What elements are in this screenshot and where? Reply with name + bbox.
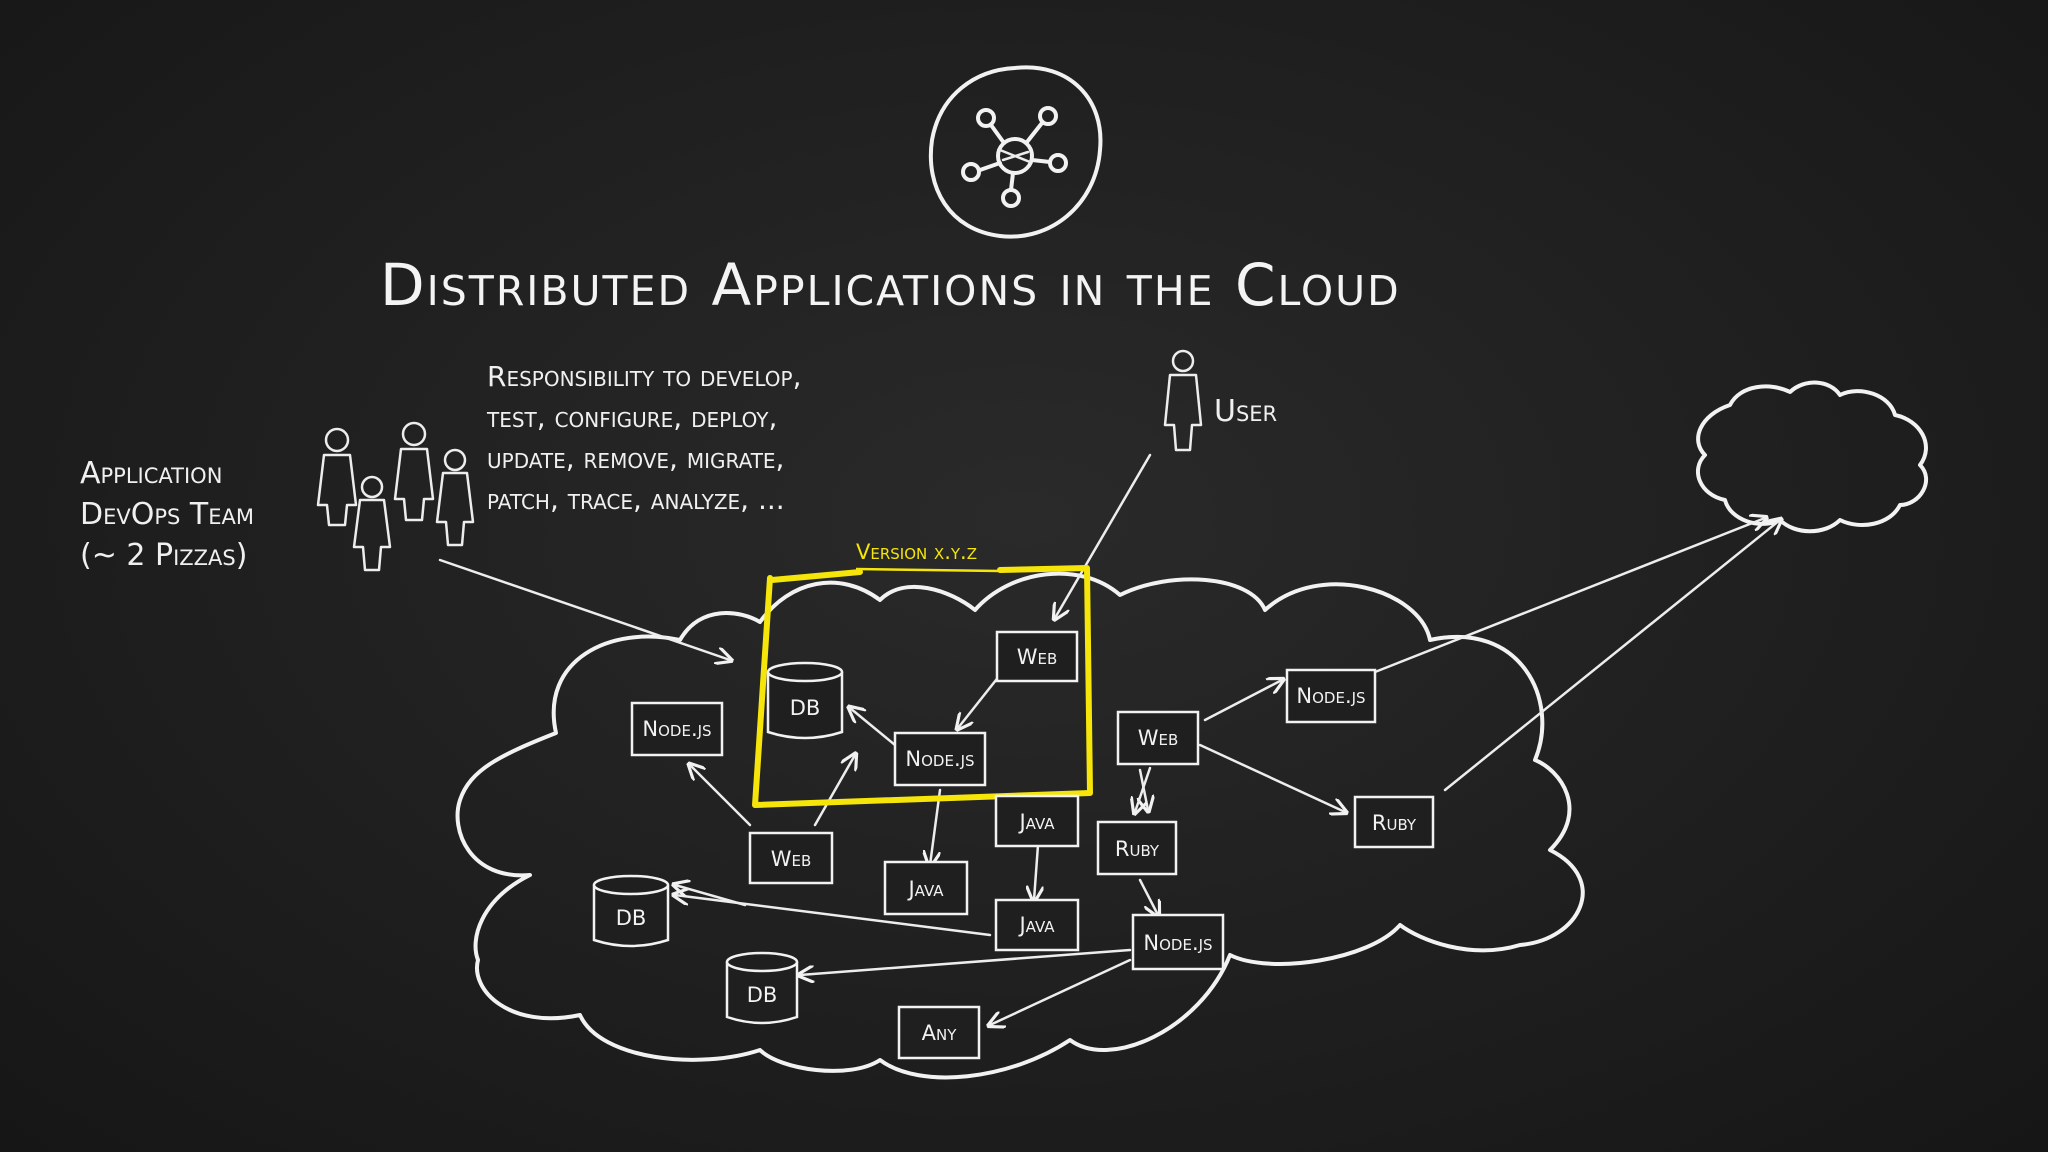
node-label: Web xyxy=(1017,645,1058,669)
node-label: Node.js xyxy=(905,747,974,771)
team-label-line-3: (~ 2 Pizzas) xyxy=(80,538,247,573)
node-java: Java xyxy=(883,860,969,916)
node-nodejs: Node.js xyxy=(1285,668,1377,724)
node-label: DB xyxy=(790,696,821,720)
user-label: User xyxy=(1214,394,1277,429)
cloud-icon xyxy=(1695,380,1928,534)
user-person-icon xyxy=(1163,349,1203,452)
node-db: DB xyxy=(592,874,670,948)
page-title: Distributed Applications in the Cloud xyxy=(380,251,1401,319)
team-label-line-2: DevOps Team xyxy=(80,497,254,532)
version-underline xyxy=(855,567,1001,573)
node-label: DB xyxy=(747,983,778,1007)
node-ruby: Ruby xyxy=(1096,820,1178,876)
node-label: Java xyxy=(906,877,944,901)
team-label: Application DevOps Team (~ 2 Pizzas) xyxy=(80,456,254,573)
node-ruby: Ruby xyxy=(1353,795,1435,849)
node-nodejs: Node.js xyxy=(630,701,724,757)
node-label: Any xyxy=(922,1021,958,1045)
team-people-icon xyxy=(316,421,475,572)
node-web: Web xyxy=(995,630,1079,683)
node-db: DB xyxy=(766,661,844,740)
node-label: Node.js xyxy=(1143,931,1212,955)
node-label: DB xyxy=(616,906,647,930)
big-cloud xyxy=(455,571,1585,1080)
node-web: Web xyxy=(748,831,834,885)
node-java: Java xyxy=(994,794,1080,848)
node-label: Ruby xyxy=(1372,811,1417,835)
node-label: Ruby xyxy=(1115,837,1160,861)
node-label: Node.js xyxy=(1296,684,1365,708)
node-label: Web xyxy=(1138,726,1179,750)
network-hub-icon xyxy=(928,65,1103,239)
responsibility-line-1: Responsibility to develop, xyxy=(487,360,802,393)
node-nodejs: Node.js xyxy=(893,731,987,787)
node-label: Web xyxy=(771,847,812,871)
version-highlight-box xyxy=(752,565,1093,808)
responsibility-line-2: test, configure, deploy, xyxy=(486,401,777,434)
version-label: Version x.y.z xyxy=(856,540,977,564)
connection-arrows xyxy=(438,453,1780,1025)
node-nodejs: Node.js xyxy=(1131,913,1225,971)
node-any: Any xyxy=(897,1005,981,1060)
team-label-line-1: Application xyxy=(80,456,222,491)
responsibility-line-3: update, remove, migrate, xyxy=(487,442,784,475)
responsibility-list: Responsibility to develop, test, configu… xyxy=(486,360,802,516)
node-label: Java xyxy=(1017,810,1055,834)
node-label: Node.js xyxy=(642,717,711,741)
node-java: Java xyxy=(994,898,1080,952)
node-db: DB xyxy=(725,951,799,1025)
responsibility-line-4: patch, trace, analyze, ... xyxy=(487,483,785,516)
node-web: Web xyxy=(1116,710,1200,766)
node-label: Java xyxy=(1017,913,1055,937)
